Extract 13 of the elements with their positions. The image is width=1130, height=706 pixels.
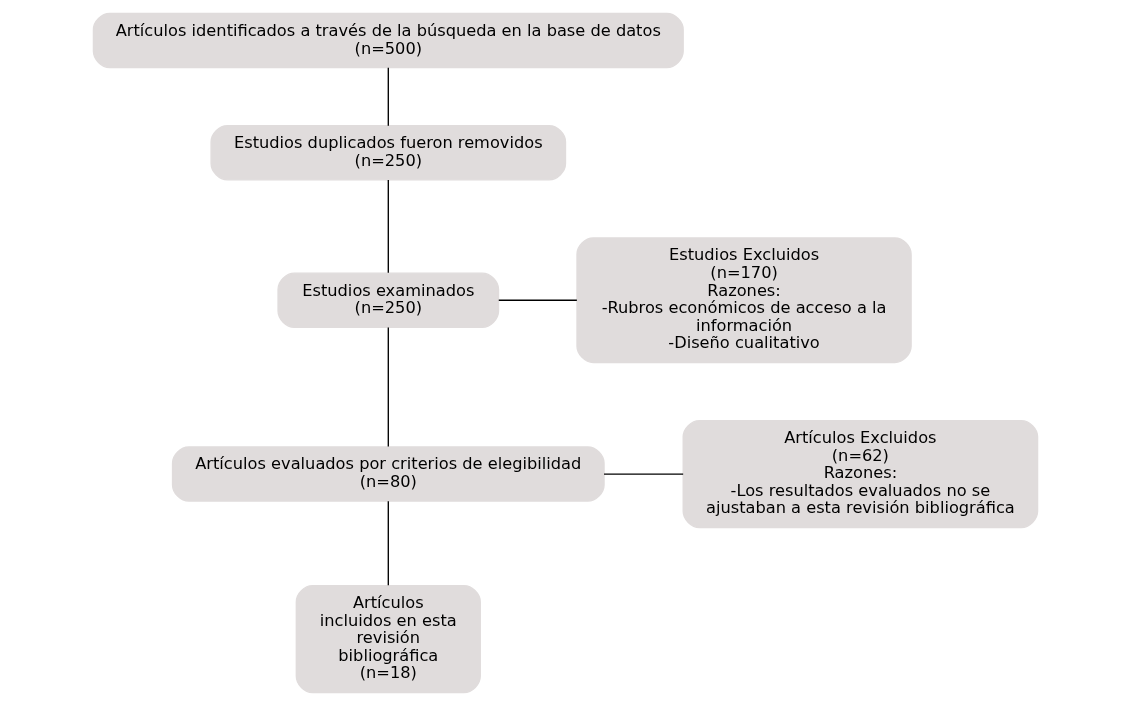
node-box: Estudios duplicados fueron removidos (n=250)	[209, 125, 566, 181]
connector	[602, 473, 684, 475]
connector	[387, 67, 389, 127]
node-box: Estudios examinados (n=250)	[276, 272, 499, 328]
node-box: Artículos Excluidos (n=62) Razones: -Los resultados evaluados no se ajustaban a esta revisión bibliográfica	[682, 419, 1038, 529]
node-box: Artículos identificados a través de la búsqueda en la base de datos (n=500)	[92, 12, 684, 69]
connector	[387, 179, 389, 274]
connector	[497, 299, 578, 301]
connector	[387, 326, 389, 448]
node-box: Artículos evaluados por criterios de elegibilidad (n=80)	[171, 446, 605, 502]
node-box: Estudios Excluidos (n=170) Razones: -Rubros económicos de acceso a la información -Diseño cualitativo	[575, 237, 912, 364]
node-box: Artículos incluidos en esta revisión bibliográfica (n=18)	[295, 585, 481, 694]
connector	[387, 500, 389, 586]
